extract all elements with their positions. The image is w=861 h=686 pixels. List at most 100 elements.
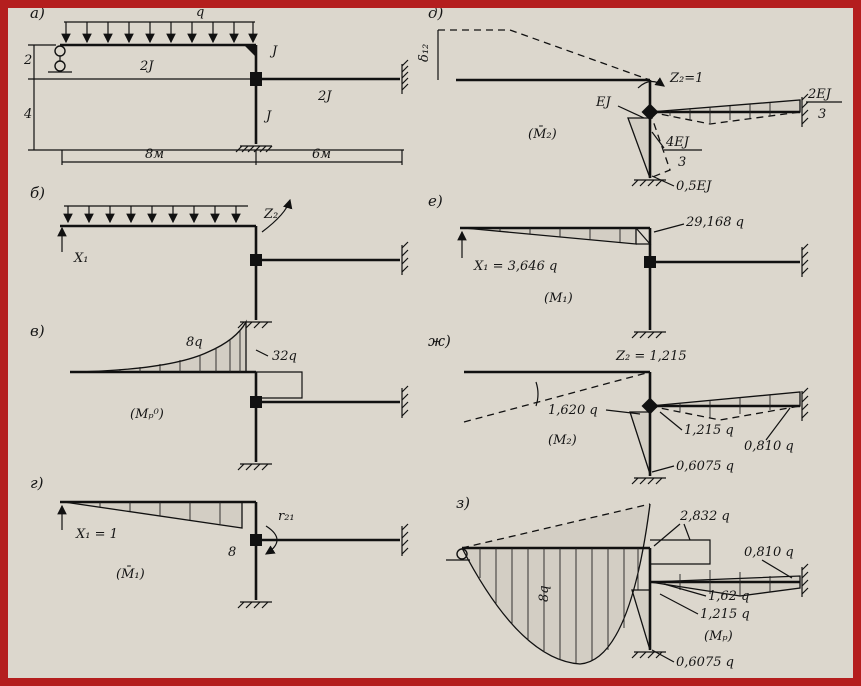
hinge-support-icon xyxy=(446,548,470,561)
dim-h1: 2 xyxy=(23,53,32,68)
value-ei: EJ xyxy=(595,95,611,110)
diagram-sheet: а) q xyxy=(8,8,853,678)
z2-value: Z₂ = 1,215 xyxy=(615,349,687,364)
value-2ei: 2EJ xyxy=(807,87,832,102)
moment-diagram xyxy=(463,227,637,245)
load-arrows xyxy=(63,206,241,224)
panel-z: з) 8q 2,832 q 0,810 q 1,62 q xyxy=(446,494,809,670)
column-diagram xyxy=(629,411,651,475)
fixed-support-icon xyxy=(237,601,272,609)
deflected-shape xyxy=(438,29,651,81)
value-32q: 32q xyxy=(272,349,297,364)
panel-g: г) X₁ = 1 8 (M̄₁) r₂₁ xyxy=(30,474,409,609)
value-05ei: 0,5EJ xyxy=(676,179,712,194)
value-1620q: 1,620 q xyxy=(548,403,598,418)
fixed-support-icon xyxy=(631,179,666,187)
value-4ei: 4EJ xyxy=(665,135,690,150)
value-8: 8 xyxy=(228,545,236,560)
panel-e: е) X₁ = 3,646 q 29,168 q (M₁) xyxy=(428,192,809,339)
fixed-support-icon xyxy=(631,651,666,659)
hatch-lines xyxy=(679,570,771,596)
fixed-support-icon xyxy=(237,463,272,471)
value-29168q: 29,168 q xyxy=(685,215,744,230)
ei-right-beam: 2J xyxy=(317,89,332,104)
fixed-support-icon xyxy=(401,59,409,94)
panel-b-letter: б) xyxy=(30,184,45,202)
z2-unit-label: Z₂=1 xyxy=(669,71,703,86)
x1-label: X₁ = 1 xyxy=(75,527,118,542)
dim-span1: 8м xyxy=(145,147,164,162)
fixed-support-icon xyxy=(401,385,409,418)
hinge-support-icon xyxy=(48,45,72,73)
hatch-lines xyxy=(679,395,771,418)
diagram-name: (Mₚ) xyxy=(704,629,733,644)
clamp-joint xyxy=(250,534,262,546)
column-moment xyxy=(256,371,303,399)
fixed-support-icon xyxy=(631,477,666,485)
value-162q: 1,62 q xyxy=(708,589,749,604)
panel-zh-letter: ж) xyxy=(428,332,451,350)
fixed-support-icon xyxy=(401,241,409,275)
diagram-name: (M̄₁) xyxy=(116,566,145,582)
reaction-arrow xyxy=(264,525,278,555)
load-arrows xyxy=(61,22,258,44)
r21-label: r₂₁ xyxy=(278,509,295,524)
dim-span2: 6м xyxy=(312,147,331,162)
closing-line xyxy=(461,503,651,549)
panel-v-letter: в) xyxy=(30,322,45,340)
value-06075q: 0,6075 q xyxy=(676,655,734,670)
fixed-support-icon xyxy=(801,563,809,597)
clamp-joint xyxy=(250,254,262,266)
panel-b: б) X₁ Z₂ xyxy=(30,184,409,329)
load-label: q xyxy=(196,8,204,20)
x1-label: X₁ xyxy=(73,251,88,266)
panel-g-letter: г) xyxy=(30,474,44,492)
clamp-joint xyxy=(641,103,659,121)
moment-diagram-parabola xyxy=(71,319,247,373)
value-2832q: 2,832 q xyxy=(679,509,730,524)
rotation-arrow xyxy=(261,198,293,233)
fixed-support-icon xyxy=(631,331,666,339)
value-1215q: 1,215 q xyxy=(700,607,750,622)
clamp-joint xyxy=(641,397,659,415)
unit-moment-diagram xyxy=(63,501,243,529)
rotation-arrow xyxy=(637,77,665,89)
hatch-lines xyxy=(119,330,241,372)
z2-label: Z₂ xyxy=(263,207,278,222)
panel-d-letter: д) xyxy=(428,8,444,22)
x1-value: X₁ = 3,646 q xyxy=(473,259,557,274)
value-8q-span: 8q xyxy=(537,585,552,602)
angle-arc xyxy=(535,381,539,407)
beam-block xyxy=(650,539,711,565)
clamp-joint xyxy=(250,396,262,408)
fixed-support-icon xyxy=(801,387,809,421)
ei-left-beam: 2J xyxy=(139,59,154,74)
fixed-support-icon xyxy=(235,145,273,153)
value-06075q: 0,6075 q xyxy=(676,459,734,474)
knee-joint xyxy=(244,45,256,57)
panel-a-letter: а) xyxy=(30,8,45,22)
fixed-support-icon xyxy=(801,93,809,127)
frame-diagrams: а) q xyxy=(23,8,842,670)
value-1215q: 1,215 q xyxy=(684,423,734,438)
value-0810q: 0,810 q xyxy=(744,545,794,560)
hatch-lines xyxy=(99,502,221,524)
hatch-lines xyxy=(669,103,771,123)
panel-a: а) q xyxy=(23,8,409,165)
right-beam-diagram xyxy=(649,99,801,113)
dim-h2: 4 xyxy=(23,107,32,122)
diagram-name: (M₁) xyxy=(544,291,573,306)
clamp-joint xyxy=(644,256,656,268)
fixed-support-icon xyxy=(401,523,409,556)
panel-z-letter: з) xyxy=(456,494,470,512)
right-beam-diagram xyxy=(649,391,801,407)
panel-v: в) 8q 32q (Mₚ⁰) xyxy=(30,319,409,471)
rotated-shape xyxy=(463,371,651,423)
delta-label: δ₁₂ xyxy=(417,44,432,62)
diagram-name: (M₂) xyxy=(548,433,577,448)
panel-d: д) δ₁₂ Z₂=1 EJ 2EJ 3 4EJ 3 0,5EJ (M̄₂) xyxy=(417,8,842,194)
value-8q: 8q xyxy=(186,335,203,350)
column-diagram xyxy=(627,117,651,179)
hatch-lines xyxy=(479,548,639,663)
hatch-lines xyxy=(499,228,621,242)
